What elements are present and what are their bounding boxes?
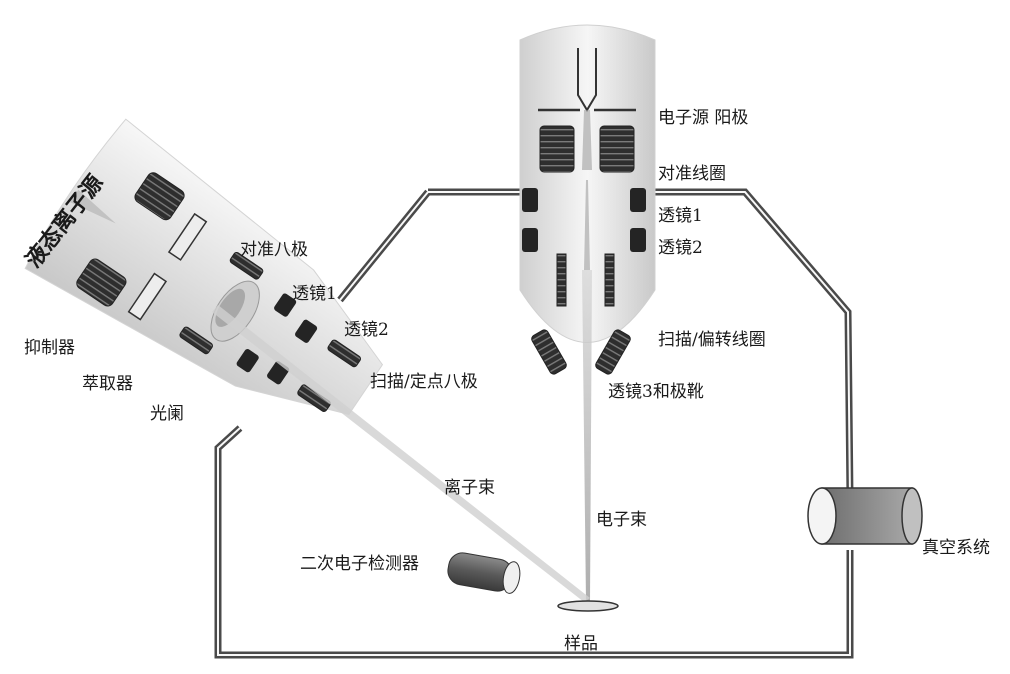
label-lens3-pole-boot: 透镜3和极靴 — [608, 382, 704, 402]
electron-column — [519, 24, 656, 375]
label-align-coil: 对准线圈 — [658, 164, 726, 184]
label-e-lens1: 透镜1 — [658, 206, 703, 226]
label-ion-beam: 离子束 — [444, 478, 495, 498]
label-sample: 样品 — [564, 634, 598, 654]
label-ion-lens2: 透镜2 — [344, 320, 389, 340]
label-extractor: 萃取器 — [82, 374, 133, 394]
ion-beam — [212, 305, 590, 602]
label-aperture: 光阑 — [150, 404, 184, 424]
sample-holder — [557, 600, 619, 612]
label-electron-source-anode: 电子源 阳极 — [658, 108, 749, 128]
label-vacuum-system: 真空系统 — [922, 538, 990, 558]
vacuum-chamber — [214, 188, 854, 659]
secondary-electron-detector — [447, 552, 521, 594]
label-align-octopole: 对准八极 — [240, 240, 308, 260]
vacuum-pump — [807, 487, 923, 545]
label-ion-lens1: 透镜1 — [292, 284, 337, 304]
ion-column — [24, 118, 384, 416]
label-e-lens2: 透镜2 — [658, 238, 703, 258]
label-electron-beam: 电子束 — [596, 510, 647, 530]
electron-beam — [582, 270, 592, 602]
label-secondary-electron-detector: 二次电子检测器 — [300, 554, 419, 574]
label-scan-octopole: 扫描/定点八极 — [370, 372, 478, 392]
label-suppressor: 抑制器 — [24, 338, 75, 358]
label-scan-deflect-coil: 扫描/偏转线圈 — [658, 330, 766, 350]
